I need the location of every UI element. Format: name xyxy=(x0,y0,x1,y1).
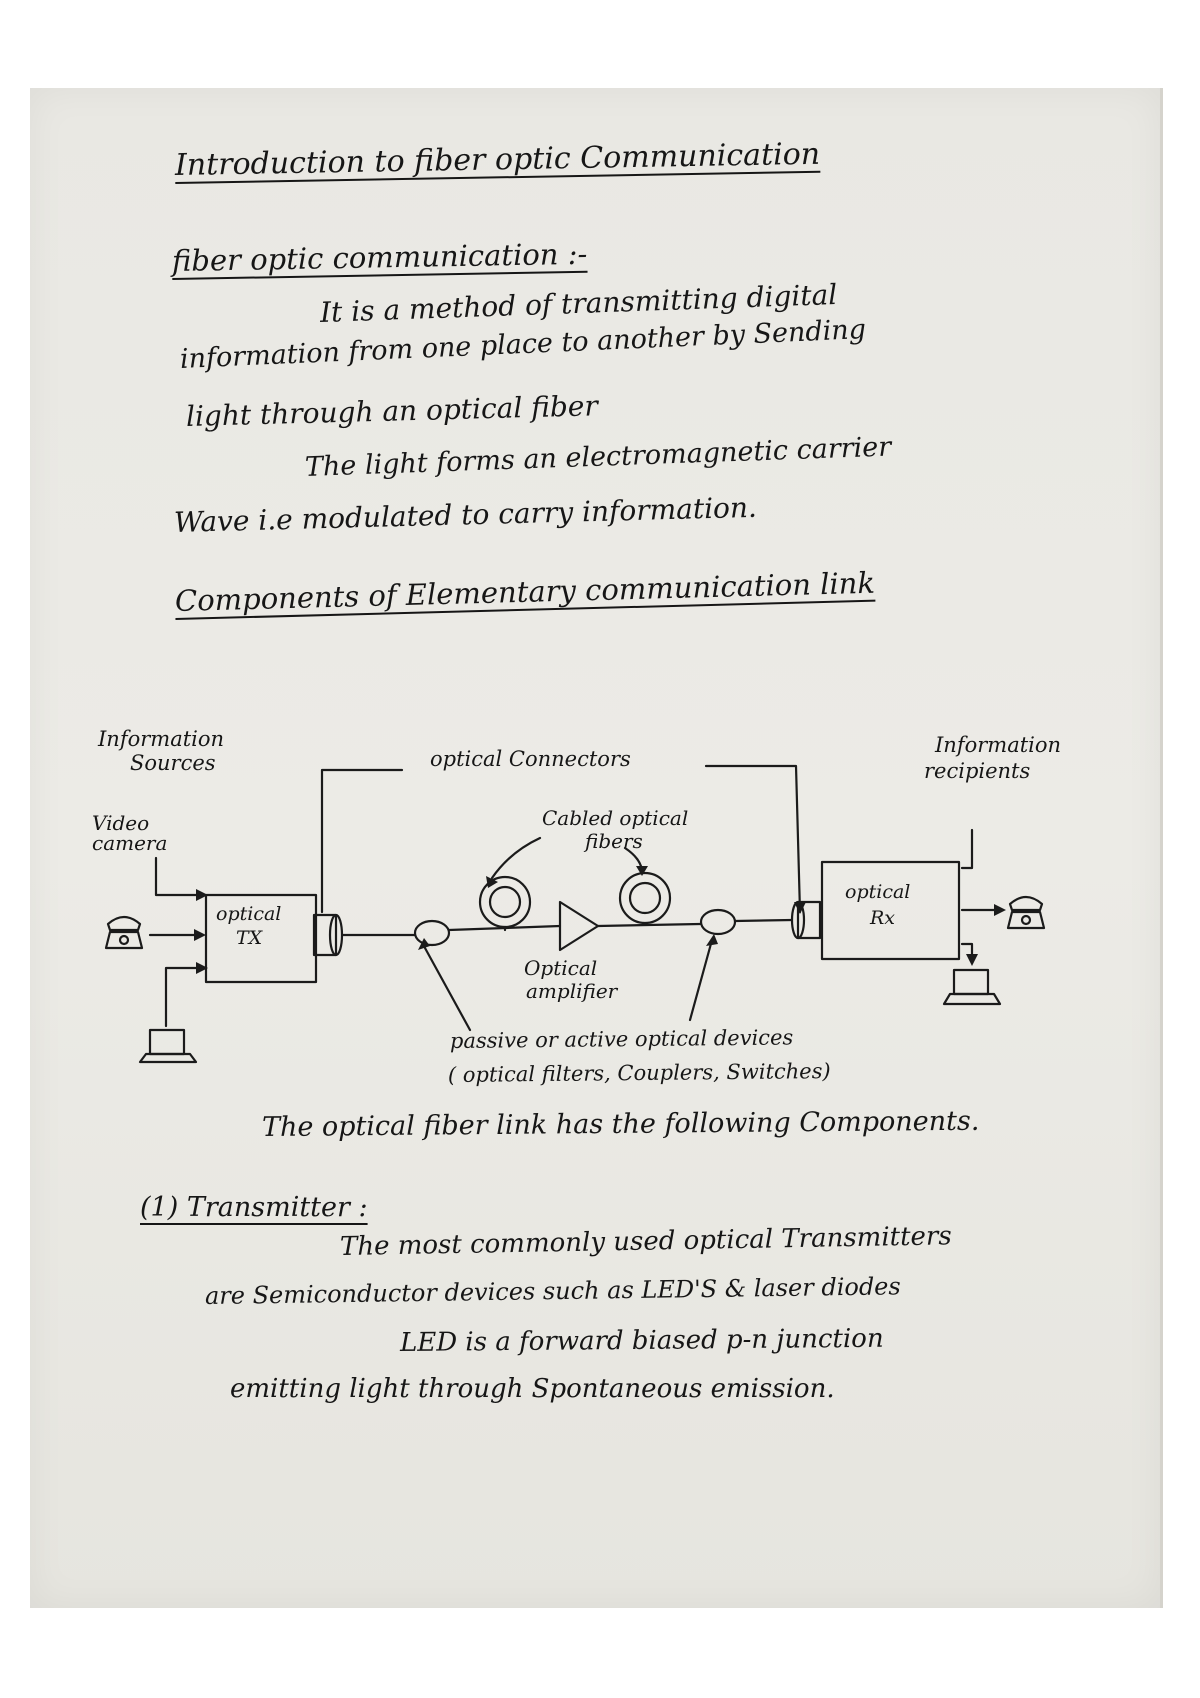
telephone-source-icon xyxy=(104,915,144,950)
optical-tx-label-2: TX xyxy=(236,927,264,949)
information-sources-label-1: Information xyxy=(97,727,224,751)
fiber-coil-2 xyxy=(618,871,672,925)
amplifier-label-1: Optical xyxy=(524,956,597,980)
computer-recipient-icon xyxy=(942,968,1002,1006)
rx-output-top xyxy=(960,828,974,870)
camera-input-line xyxy=(154,856,204,897)
computer-source-icon xyxy=(138,1028,198,1064)
notebook-page xyxy=(30,88,1163,1608)
transmitter-heading: (1) Transmitter : xyxy=(140,1192,368,1223)
passive-device-2 xyxy=(699,908,737,936)
cabled-fibers-label-2: fibers xyxy=(583,829,643,853)
optical-amplifier xyxy=(558,900,600,952)
optical-connectors-label: optical Connectors xyxy=(430,747,631,771)
components-intro-line: The optical fiber link has the following… xyxy=(261,1105,980,1143)
transmitter-line-4: emitting light through Spontaneous emiss… xyxy=(230,1374,835,1404)
optical-rx-label-1: optical xyxy=(845,881,910,903)
optical-rx-box xyxy=(820,860,961,961)
transmitter-line-3: LED is a forward biased p-n junction xyxy=(399,1323,884,1358)
amplifier-label-2: amplifier xyxy=(526,979,619,1003)
information-recipients-label-2: recipients xyxy=(924,759,1030,783)
telephone-recipient-icon xyxy=(1006,895,1046,930)
cabled-fibers-label-1: Cabled optical xyxy=(542,806,688,830)
optical-tx-label-1: optical xyxy=(216,903,281,925)
fiber-segment-3 xyxy=(596,922,702,928)
video-camera-label-1: Video xyxy=(92,811,149,835)
passive-devices-label-2: ( optical filters, Couplers, Switches) xyxy=(448,1059,831,1087)
fiber-segment-4 xyxy=(733,918,794,923)
connector-pointer-right xyxy=(704,764,802,914)
information-recipients-label-1: Information xyxy=(934,733,1061,757)
information-sources-label-2: Sources xyxy=(130,751,216,775)
passive-device-1 xyxy=(413,919,451,947)
passive-arrow-left xyxy=(423,946,472,1032)
computer-input-line xyxy=(164,966,204,1028)
video-camera-label-2: camera xyxy=(92,831,167,855)
tx-connector xyxy=(312,913,338,957)
connector-pointer-left xyxy=(320,768,404,914)
optical-tx-box xyxy=(204,893,318,984)
passive-devices-label-1: passive or active optical devices xyxy=(450,1025,794,1053)
passive-arrow-right xyxy=(688,938,714,1022)
coil-1-arrow xyxy=(490,836,542,880)
optical-rx-label-2: Rx xyxy=(869,907,895,929)
